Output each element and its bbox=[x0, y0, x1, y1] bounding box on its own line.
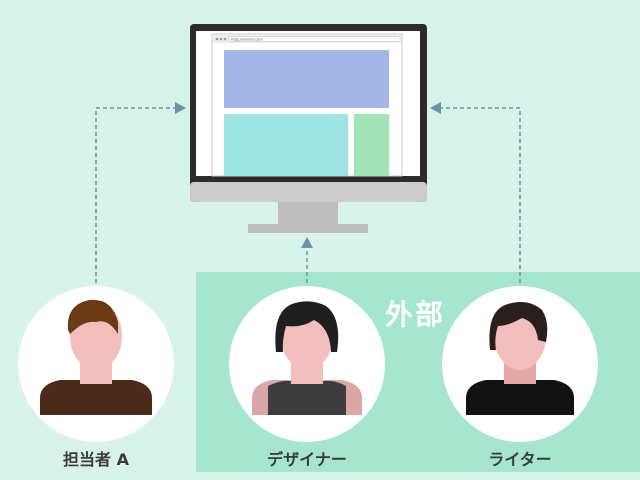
person-a-label: 担当者 A bbox=[63, 450, 129, 469]
external-label: 外部 bbox=[385, 298, 446, 331]
avatar-person-a bbox=[18, 286, 174, 442]
monitor-icon: http://xxxxxx.com bbox=[190, 24, 427, 233]
avatar-designer bbox=[229, 286, 385, 442]
monitor-neck bbox=[278, 202, 338, 226]
designer-label: デザイナー bbox=[267, 450, 347, 469]
writer-label: ライター bbox=[488, 450, 552, 469]
monitor-chin bbox=[190, 182, 427, 202]
browser-url: http://xxxxxx.com bbox=[231, 38, 263, 42]
avatar-writer bbox=[442, 286, 598, 442]
page-main-block bbox=[224, 114, 348, 176]
arrow-writer-to-monitor bbox=[430, 102, 521, 290]
browser-forward-icon bbox=[219, 37, 223, 41]
browser-back-icon bbox=[215, 37, 219, 41]
arrow-designer-to-monitor bbox=[301, 237, 313, 290]
page-side-block bbox=[354, 114, 389, 176]
browser-address-bar bbox=[228, 36, 401, 42]
browser-reload-icon bbox=[223, 37, 227, 41]
page-header-block bbox=[224, 50, 389, 108]
monitor-base bbox=[248, 224, 368, 233]
arrow-person-a-to-monitor bbox=[95, 102, 186, 290]
